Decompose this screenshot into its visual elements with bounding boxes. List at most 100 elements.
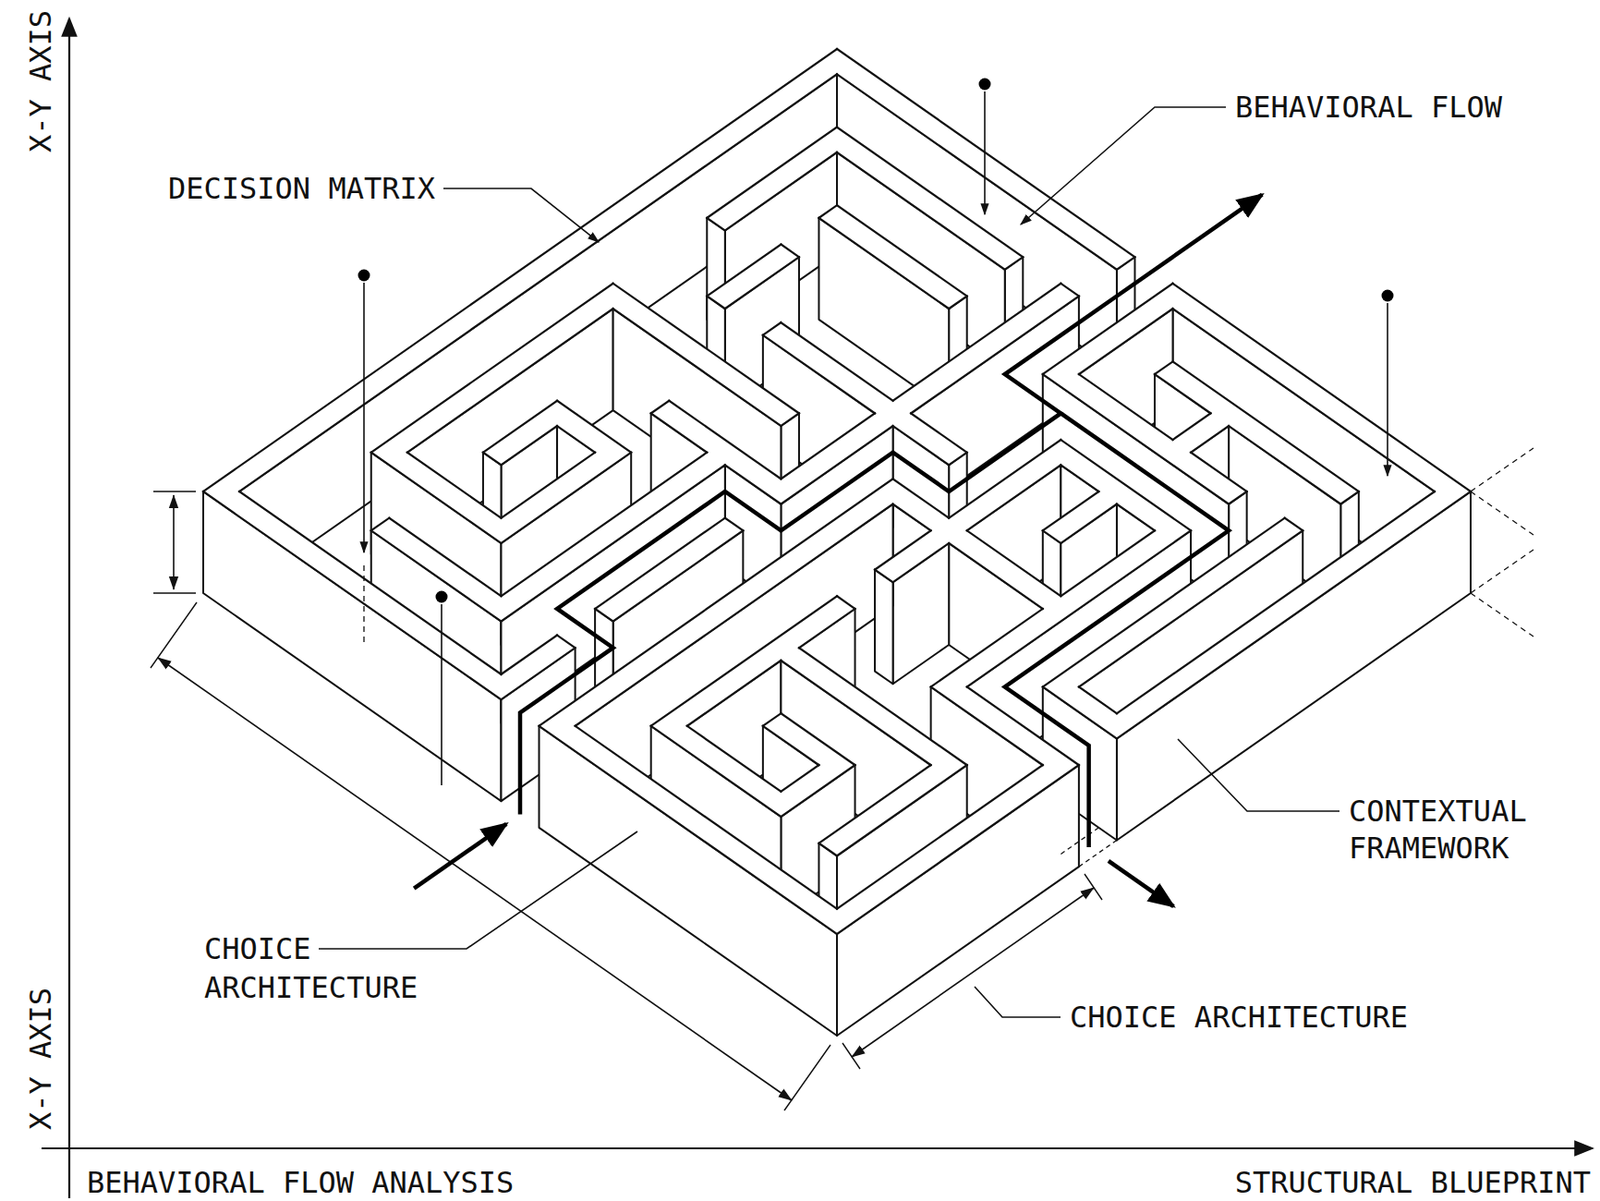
pin-dot [979,78,992,91]
dashed-guide [1060,827,1099,855]
leader-line [974,986,1061,1018]
wall-edge [931,608,1043,688]
wall-edge [836,595,856,609]
axis-title: BEHAVIORAL FLOW ANALYSIS [86,1165,514,1200]
wall-edge [706,295,726,309]
wall-edge [483,400,558,453]
wall-edge [557,425,595,453]
pin-dot [436,591,449,604]
extension-line [153,491,196,594]
flow-arrow [413,824,507,889]
wall-edge [1116,256,1136,270]
wall-edge [668,400,781,480]
wall-edge [799,608,856,648]
y-axis [68,18,71,1199]
wall-edge [836,205,968,296]
wall-edge [948,543,1043,609]
wall-edge [836,127,1023,258]
callouts [318,78,1534,1019]
wall-edge [500,452,631,544]
wall-edge [1042,530,1062,544]
wall-edge [371,518,390,532]
flow-path [520,194,1262,815]
wall-edge [1042,374,1229,505]
wall-edge [763,322,782,336]
guide-line [363,565,364,647]
wall-edge [1173,308,1435,492]
wall-edge [836,73,1117,270]
wall-edge [1060,504,1117,544]
callout-label: CONTEXTUAL FRAMEWORK [1348,792,1543,867]
wall-edge [1042,283,1174,375]
wall-edge [818,218,949,309]
wall-edge [1190,452,1248,492]
wall-edge [780,764,819,792]
axis-label: X-Y AXIS [24,10,58,153]
leader-line [1020,107,1226,225]
wall-edge [1060,283,1079,297]
wall-edge [1078,687,1117,715]
pin-line [440,604,443,786]
wall-edge [948,295,968,309]
wall-edge [1116,491,1435,714]
wall-edge [651,412,708,452]
wall-edge [1078,530,1303,687]
wall-edge [594,518,726,609]
wall-edge [818,205,837,219]
wall-edge [1116,491,1471,739]
wall-edge [763,335,875,414]
leader-line [318,831,638,949]
wall-edge [687,726,782,792]
wall-edge [1042,687,1117,740]
axes-and-dimensions [41,18,1593,1199]
wall-edge [1173,412,1212,440]
wall-edge [893,283,1062,401]
wall-edge [967,530,1062,596]
wall-edge [818,764,931,844]
wall-edge [575,726,837,910]
wall-edge [371,283,614,453]
wall-edge [967,464,1062,531]
wall-edge [500,425,558,465]
wall-edge [594,608,614,622]
axis-title: STRUCTURAL BLUEPRINT [1235,1165,1591,1200]
wall-edge [1190,425,1229,453]
pin-dot [1381,290,1394,303]
wall-edge [407,452,502,519]
wall-edge [931,687,1043,766]
pin-dot [358,269,371,282]
wall-edge [910,412,968,452]
wall-edge [1042,518,1285,688]
pin-line [1386,303,1389,476]
wall-edge [1340,491,1359,505]
wall-edge [1173,283,1471,492]
wall-edge [1154,374,1212,413]
height-dimension [172,495,175,590]
wall-edge [1060,530,1155,596]
wall-edge [557,400,631,453]
wall-edge [1228,425,1341,505]
leader-line [1177,739,1340,812]
wall-edge [780,412,875,479]
wall-edge [836,764,1043,910]
wall-edge [500,647,575,700]
wall-edge [893,504,932,532]
axis-label: X-Y AXIS [24,987,58,1130]
wall-edge [500,635,558,675]
wall-edge [706,127,837,219]
wall-edge [763,726,820,765]
wall-edge [836,48,1135,257]
wall-edge [725,256,800,309]
wall-edge [651,726,782,817]
callout-label: CHOICE ARCHITECTURE [1069,998,1408,1036]
wall-edge [874,530,932,570]
wall-edge [613,283,800,414]
wall-edge [1284,518,1304,532]
wall-edge [651,400,670,414]
wall-edge [239,73,837,492]
wall-edge [780,244,800,258]
wall-edge [1078,308,1174,375]
wall-edge [893,543,950,582]
